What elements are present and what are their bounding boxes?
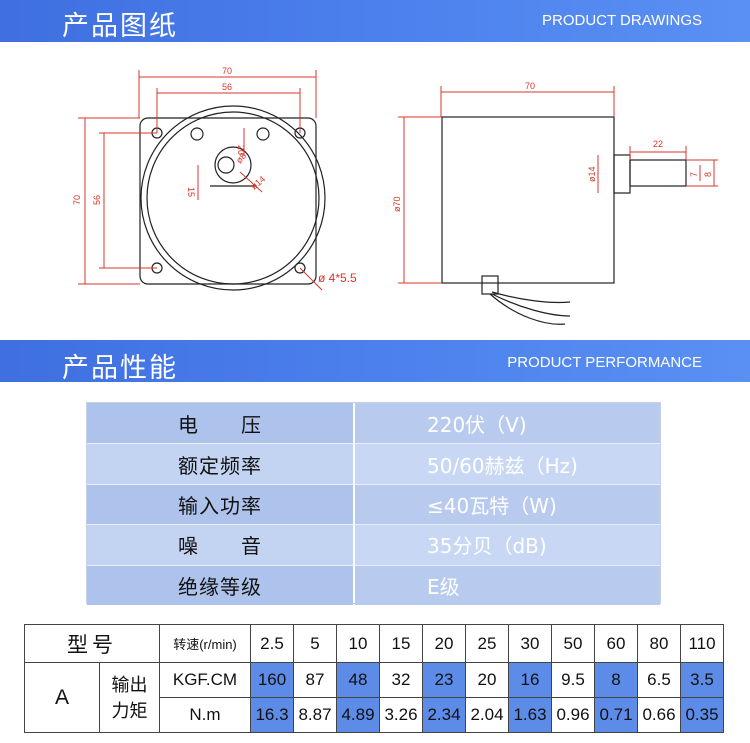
speed-cell: 50 <box>551 624 595 663</box>
kgf-cell: 87 <box>293 662 337 698</box>
kgf-cell: 8 <box>594 662 638 698</box>
speed-cell: 80 <box>637 624 681 663</box>
perf-value: 50/60赫兹（Hz) <box>355 444 660 484</box>
nm-cell: 0.66 <box>637 697 681 733</box>
label-boss-diameter: ø14 <box>587 166 597 182</box>
nm-cell: 0.71 <box>594 697 638 733</box>
perf-label: 输入功率 <box>87 484 353 525</box>
label-shaft-diameter: 8 <box>703 172 713 177</box>
nm-row: N.m 16.3 8.87 4.89 3.26 2.34 2.04 1.63 0… <box>25 697 724 733</box>
kgf-cell: 20 <box>465 662 509 698</box>
speed-cell: 25 <box>465 624 509 663</box>
nm-cell: 3.26 <box>379 697 423 733</box>
performance-table: 电 压 220伏（V) 额定频率 50/60赫兹（Hz) 输入功率 ≤40瓦特（… <box>86 402 661 605</box>
perf-row-noise: 噪 音 35分贝（dB) <box>87 524 660 565</box>
kgf-cell: 48 <box>336 662 380 698</box>
front-dimensions <box>78 70 323 291</box>
speed-cell: 110 <box>680 624 724 663</box>
perf-row-power: 输入功率 ≤40瓦特（W) <box>87 483 660 525</box>
perf-label: 绝缘等级 <box>87 565 353 605</box>
perf-row-insulation: 绝缘等级 E级 <box>87 564 660 605</box>
kgf-cell: 23 <box>422 662 466 698</box>
kgf-cell: 3.5 <box>680 662 724 698</box>
label-dim-20: 20 <box>236 145 246 155</box>
spec-header-row: 型号 转速(r/min) 2.5 5 10 15 20 25 30 50 60 … <box>24 624 724 663</box>
perf-value: ≤40瓦特（W) <box>355 484 660 525</box>
performance-title: 产品性能 <box>62 353 178 384</box>
speed-cell: 30 <box>508 624 552 663</box>
nm-cell: 16.3 <box>250 697 294 733</box>
nm-cell: 0.35 <box>680 697 724 733</box>
side-view <box>441 116 687 325</box>
side-labels: 70 ø70 22 ø14 7 8 <box>392 81 713 212</box>
unit-kgf: KGF.CM <box>159 662 251 698</box>
perf-label: 额定频率 <box>87 444 353 484</box>
spec-table: 型号 转速(r/min) 2.5 5 10 15 20 25 30 50 60 … <box>24 624 724 733</box>
label-front-height-inner: 56 <box>92 195 102 205</box>
product-drawings: 70 56 70 56 20 15 ø8 ø14 ø 4*5.5 70 <box>72 66 718 325</box>
speed-cell: 20 <box>422 624 466 663</box>
speed-cell: 5 <box>293 624 337 663</box>
label-side-length: 70 <box>525 81 535 91</box>
label-shaft-length: 22 <box>653 139 663 149</box>
kgf-cell: 160 <box>250 662 294 698</box>
label-dim-15: 15 <box>186 187 196 197</box>
nm-cell: 8.87 <box>293 697 337 733</box>
kgf-cell: 16 <box>508 662 552 698</box>
label-front-width-inner: 56 <box>222 82 232 92</box>
nm-cell: 1.63 <box>508 697 552 733</box>
drawings-title: 产品图纸 <box>62 11 178 42</box>
drawings-banner: 产品图纸 PRODUCT DRAWINGS <box>0 0 750 42</box>
speed-cell: 15 <box>379 624 423 663</box>
speed-header: 转速(r/min) <box>159 624 251 663</box>
perf-value: 220伏（V) <box>355 403 660 444</box>
side-dimensions <box>398 86 718 284</box>
nm-cell: 2.34 <box>422 697 466 733</box>
speed-cell: 10 <box>336 624 380 663</box>
kgf-cell: 9.5 <box>551 662 595 698</box>
perf-value: 35分贝（dB) <box>355 525 660 565</box>
kgf-row: A 输出力矩 KGF.CM 160 87 48 32 23 20 16 9.5 … <box>24 662 724 733</box>
label-side-diameter: ø70 <box>392 196 402 212</box>
drawings-title-en: PRODUCT DRAWINGS <box>541 12 702 29</box>
model-header: 型号 <box>24 624 160 663</box>
nm-cell: 4.89 <box>336 697 380 733</box>
perf-label: 电 压 <box>87 403 353 444</box>
label-hole-note: ø 4*5.5 <box>318 271 357 285</box>
model-cell: A <box>24 662 100 733</box>
label-front-height-outer: 70 <box>72 195 82 205</box>
performance-title-en: PRODUCT PERFORMANCE <box>507 354 702 371</box>
front-labels: 70 56 70 56 20 15 ø8 ø14 ø 4*5.5 <box>72 66 357 285</box>
torque-label: 输出力矩 <box>99 662 160 733</box>
front-view <box>139 105 326 291</box>
perf-label: 噪 音 <box>87 525 353 565</box>
speed-cell: 60 <box>594 624 638 663</box>
label-front-width-outer: 70 <box>222 66 232 76</box>
speed-cell: 2.5 <box>250 624 294 663</box>
label-flat: 7 <box>689 172 699 177</box>
performance-banner: 产品性能 PRODUCT PERFORMANCE <box>0 340 750 384</box>
unit-nm: N.m <box>159 697 251 733</box>
perf-value: E级 <box>355 565 660 605</box>
nm-cell: 2.04 <box>465 697 509 733</box>
perf-row-frequency: 额定频率 50/60赫兹（Hz) <box>87 443 660 484</box>
perf-row-voltage: 电 压 220伏（V) <box>87 403 660 444</box>
kgf-cell: 6.5 <box>637 662 681 698</box>
kgf-cell: 32 <box>379 662 423 698</box>
nm-cell: 0.96 <box>551 697 595 733</box>
label-dim-d14: ø14 <box>249 174 267 192</box>
